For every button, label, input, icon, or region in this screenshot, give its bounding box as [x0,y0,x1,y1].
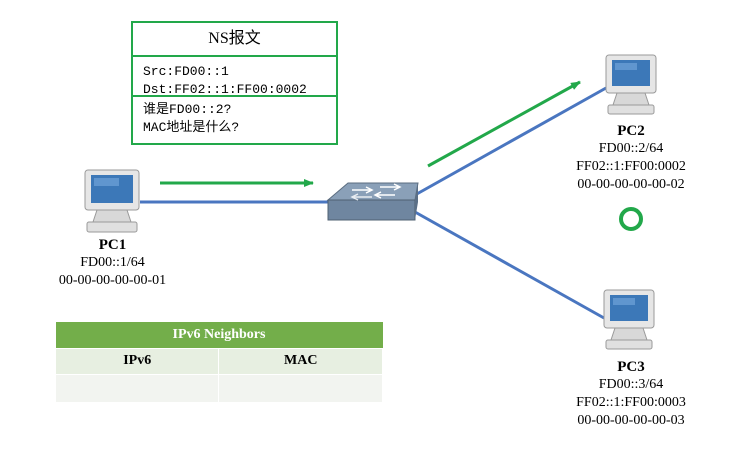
ns-packet-question: 谁是FD00::2? MAC地址是什么? [133,97,336,137]
arrow-switch-to-pc2 [427,80,581,168]
ns-dst-address: Dst:FF02::1:FF00:0002 [143,82,307,97]
ns-question-line1: 谁是FD00::2? [143,102,232,117]
neighbors-col-mac: MAC [218,347,383,375]
pc2-multicast: FF02::1:FF00:0002 [576,159,686,174]
neighbors-col-ipv6: IPv6 [54,347,220,375]
pc2-ipv6: FD00::2/64 [598,141,664,156]
ipv6-neighbors-table: IPv6 Neighbors IPv6 MAC [54,322,383,403]
link-switch-pc2 [414,86,607,197]
pc2-mac: 00-00-00-00-00-02 [577,177,685,192]
neighbors-cell-mac [218,373,383,403]
pc2-computer-icon [605,54,657,115]
pc1-computer-icon [84,169,140,233]
ns-packet-addresses: Src:FD00::1 Dst:FF02::1:FF00:0002 [133,57,336,97]
pc1-mac: 00-00-00-00-00-01 [58,273,167,288]
pc3-computer-icon [603,289,655,350]
pc3-mac: 00-00-00-00-00-03 [577,413,685,428]
ns-packet-title: NS报文 [133,23,336,57]
pc2-name: PC2 [617,123,645,139]
ns-question-line2: MAC地址是什么? [143,120,240,135]
neighbors-cell-ipv6 [54,373,220,403]
ns-src-address: Src:FD00::1 [143,64,229,79]
ns-packet-box: NS报文 Src:FD00::1 Dst:FF02::1:FF00:0002 谁… [131,21,338,145]
pc3-multicast: FF02::1:FF00:0003 [576,395,686,410]
neighbors-table-title: IPv6 Neighbors [55,322,383,348]
pc1-label: PC1 FD00::1/64 00-00-00-00-00-01 [40,236,185,290]
pc2-response-ring-icon [619,207,643,231]
pc2-label: PC2 FD00::2/64 FF02::1:FF00:0002 00-00-0… [556,122,706,194]
pc1-name: PC1 [98,237,127,253]
pc3-name: PC3 [617,359,645,375]
link-switch-pc3 [414,210,605,320]
pc3-ipv6: FD00::3/64 [598,377,664,392]
switch-icon [326,182,419,221]
pc1-ipv6: FD00::1/64 [80,255,145,270]
pc3-label: PC3 FD00::3/64 FF02::1:FF00:0003 00-00-0… [556,358,706,430]
